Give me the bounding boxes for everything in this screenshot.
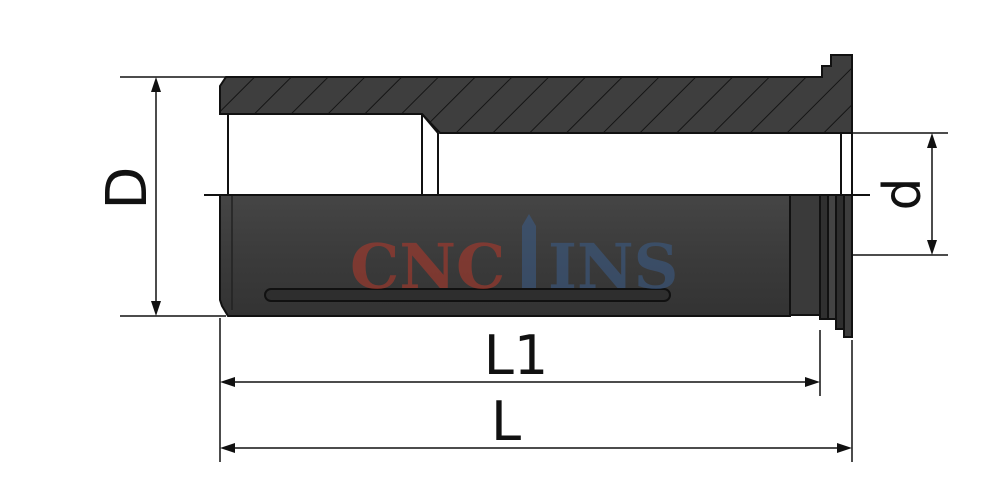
dimension-L1: L1 bbox=[220, 324, 820, 387]
upper-section-hatched bbox=[219, 54, 853, 134]
dimension-L: L bbox=[220, 390, 852, 453]
flange-grooves bbox=[789, 194, 853, 338]
label-d: d bbox=[873, 177, 933, 210]
body-slot bbox=[264, 288, 671, 302]
dimension-d: d bbox=[873, 133, 937, 255]
label-L1: L1 bbox=[484, 324, 548, 387]
watermark: CNC INS bbox=[350, 214, 678, 303]
label-L: L bbox=[491, 390, 521, 453]
watermark-text-red: CNC bbox=[350, 230, 505, 303]
watermark-drill-icon bbox=[522, 226, 536, 288]
watermark-text-blue: INS bbox=[548, 230, 678, 303]
upper-bore-outline bbox=[227, 113, 853, 195]
dimension-D: D bbox=[95, 77, 161, 316]
label-D: D bbox=[95, 166, 160, 209]
